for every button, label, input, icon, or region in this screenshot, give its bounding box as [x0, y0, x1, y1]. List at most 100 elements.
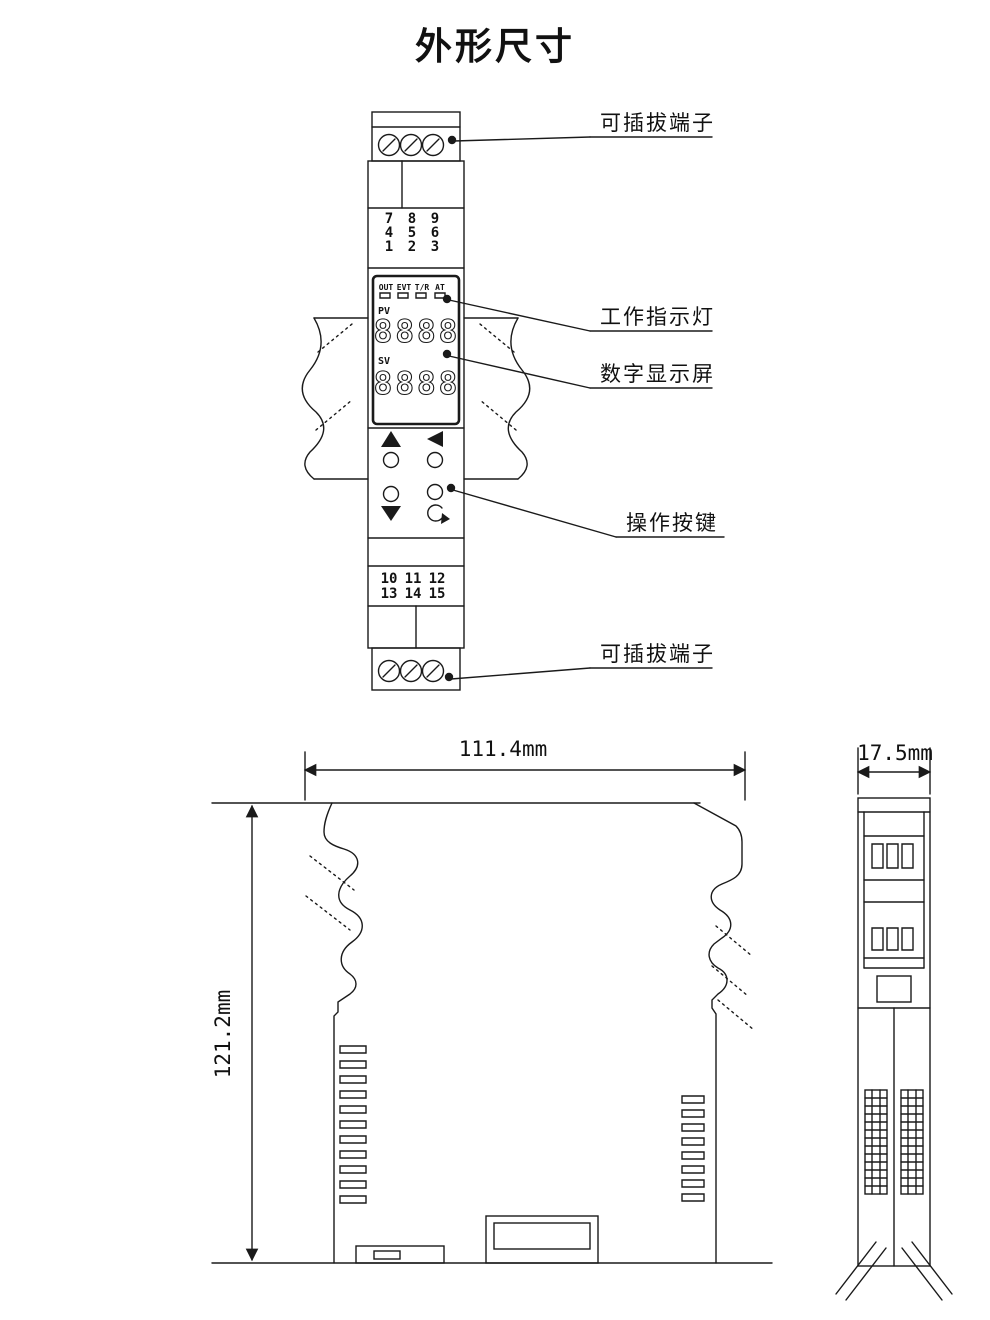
panel-break-left	[301, 317, 369, 480]
pv-seven-segment-display: 8888	[374, 314, 461, 350]
return-arrow-head	[441, 513, 450, 524]
module-front-view: 7 8 9 4 5 6 1 2 3 OUT EVT T/R AT PV 888	[301, 111, 725, 691]
terminal-number: 1	[385, 239, 393, 255]
terminal-number: 4	[385, 225, 393, 241]
terminal-number: 14	[405, 586, 422, 602]
depth-dimension: 17.5mm	[856, 741, 933, 795]
terminal-number: 13	[381, 586, 398, 602]
grating-left	[864, 1089, 888, 1195]
sv-seven-segment-display: 8888	[374, 366, 461, 402]
terminal-number: 8	[408, 211, 416, 227]
panel-break-right	[463, 317, 531, 480]
break-dotted-line	[305, 895, 351, 931]
terminal-numbers-bottom: 10 11 12 13 14 15	[381, 571, 446, 602]
mounting-foot-notch	[373, 1250, 401, 1260]
terminal-number: 9	[431, 211, 439, 227]
leader-line	[452, 489, 617, 538]
break-dotted-line	[711, 965, 749, 997]
pv-label: PV	[378, 306, 390, 317]
callout-label: 可插拔端子	[600, 112, 715, 135]
terminal-slots-lower	[871, 927, 914, 951]
terminal-number: 3	[431, 239, 439, 255]
screw-icon	[399, 659, 423, 683]
status-led-row	[379, 292, 446, 299]
terminal-number: 15	[429, 586, 446, 602]
break-dotted-line	[717, 999, 755, 1031]
height-value: 121.2mm	[211, 990, 235, 1079]
left-arrow-icon[interactable]	[427, 431, 443, 447]
left-key-button[interactable]	[426, 451, 444, 469]
leader-line	[453, 136, 591, 142]
break-dotted-line	[309, 855, 355, 891]
clip-window	[876, 975, 912, 1003]
down-key-button[interactable]	[382, 485, 400, 503]
din-rail-edge	[845, 1247, 887, 1301]
terminal-slots-upper	[871, 843, 914, 869]
profile-left-edge	[323, 802, 363, 1264]
status-label-tr: T/R	[415, 283, 430, 292]
callout-anchor-dot	[442, 294, 452, 304]
terminal-number: 2	[408, 239, 416, 255]
operation-keys	[381, 431, 456, 524]
end-view: 17.5mm	[835, 741, 953, 1301]
terminal-number: 6	[431, 225, 439, 241]
up-arrow-icon[interactable]	[381, 431, 401, 447]
screw-icon	[421, 133, 445, 157]
terminal-number: 5	[408, 225, 416, 241]
grating-cells	[864, 1089, 924, 1195]
status-label-out: OUT	[379, 283, 394, 292]
screw-icon	[421, 659, 445, 683]
enter-key-button[interactable]	[426, 483, 444, 501]
vent-slots-left	[339, 1045, 367, 1204]
width-dimension: 111.4mm	[303, 737, 747, 801]
end-view-body	[835, 797, 953, 1301]
terminal-number: 10	[381, 571, 398, 587]
mounting-foot	[355, 1245, 445, 1264]
depth-value: 17.5mm	[857, 741, 933, 765]
terminal-number: 7	[385, 211, 393, 227]
leader-line	[448, 355, 591, 389]
display-bezel	[371, 274, 461, 426]
digital-display-panel: OUT EVT T/R AT PV 8888 SV 8888	[371, 274, 461, 426]
page-title: 外形尺寸	[415, 26, 575, 67]
bottom-terminal-block	[371, 647, 461, 691]
vent-slots-right	[681, 1095, 705, 1202]
callout-bottom-terminal: 可插拔端子	[450, 643, 715, 680]
width-value: 111.4mm	[459, 737, 548, 761]
din-rail-edge	[911, 1241, 953, 1295]
callout-indicator: 工作指示灯	[448, 299, 715, 332]
height-dimension: 121.2mm	[211, 802, 773, 1264]
terminal-number: 11	[405, 571, 422, 587]
down-arrow-icon[interactable]	[381, 506, 401, 521]
callout-label: 工作指示灯	[600, 306, 715, 329]
top-terminal-block	[371, 111, 461, 162]
terminal-numbers-top: 7 8 9 4 5 6 1 2 3	[385, 211, 439, 255]
profile-dimension-view: 111.4mm 121.2mm	[211, 737, 773, 1264]
callout-anchor-dot	[447, 135, 457, 145]
callout-anchor-dot	[444, 672, 454, 682]
grating-right	[900, 1089, 924, 1195]
return-arrow-icon	[427, 504, 443, 522]
leader-line	[448, 299, 591, 332]
din-rail-edge	[835, 1241, 877, 1295]
screw-icon	[377, 133, 401, 157]
callout-label: 数字显示屏	[600, 363, 715, 386]
enclosure-profile	[305, 802, 755, 1264]
callout-buttons: 操作按键	[452, 489, 725, 538]
din-rail-clip	[485, 1215, 599, 1264]
status-label-at: AT	[435, 283, 445, 292]
screw-icon	[399, 133, 423, 157]
terminal-number: 12	[429, 571, 446, 587]
callout-label: 操作按键	[626, 512, 718, 535]
sv-label: SV	[378, 356, 390, 367]
bottom-terminal-outline	[371, 647, 461, 691]
status-label-evt: EVT	[397, 283, 412, 292]
up-key-button[interactable]	[382, 451, 400, 469]
din-rail-clip-inner	[493, 1222, 591, 1250]
callout-display: 数字显示屏	[448, 355, 715, 389]
callout-label: 可插拔端子	[600, 643, 715, 666]
profile-right-edge	[693, 802, 743, 1264]
din-rail-edge	[901, 1247, 943, 1301]
